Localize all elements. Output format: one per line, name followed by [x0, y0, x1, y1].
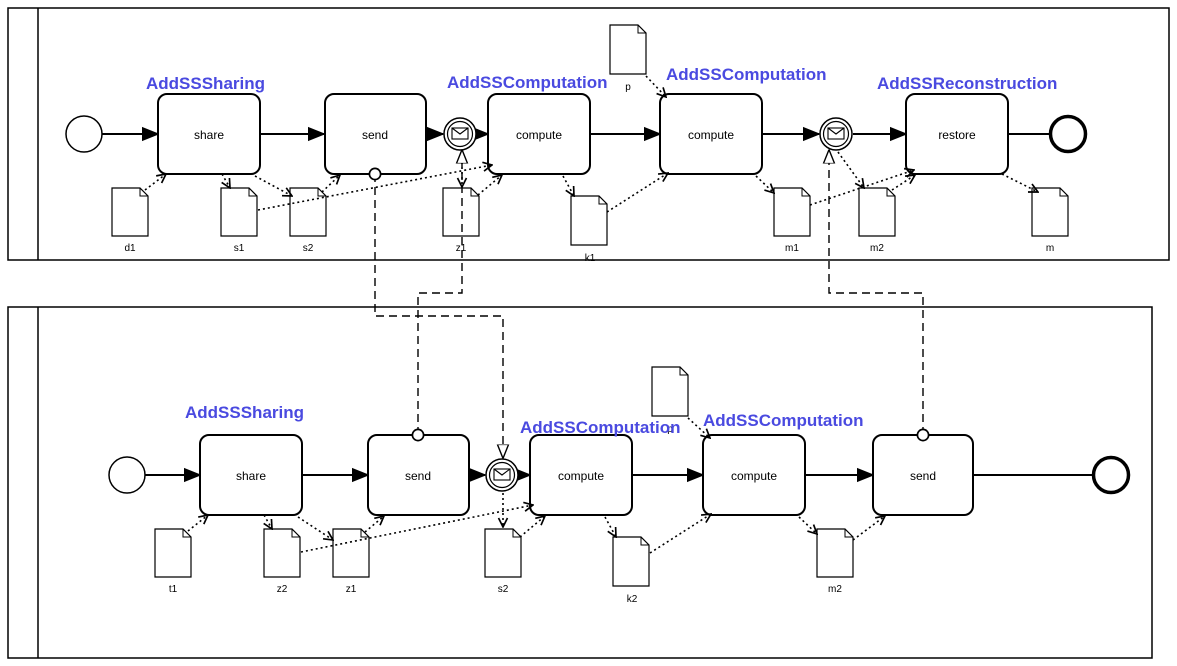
doc-label: m [1046, 243, 1054, 254]
data-association [891, 175, 915, 191]
doc-label: p [625, 82, 631, 93]
data-object-m1[interactable]: m1 [773, 187, 811, 254]
data-object-z1[interactable]: z1 [442, 187, 480, 254]
doc-label: p [667, 424, 673, 435]
data-association [222, 173, 230, 188]
data-association [755, 175, 774, 193]
data-object-s2[interactable]: s2 [289, 187, 327, 254]
doc-label: z2 [277, 584, 288, 595]
data-association [649, 514, 711, 554]
task-label: send [405, 469, 431, 483]
message-flow [375, 174, 503, 457]
doc-label: s1 [234, 243, 245, 254]
pool-1: share send compute compute restore [7, 7, 1170, 264]
data-association [187, 515, 208, 532]
doc-label: m2 [828, 584, 842, 595]
start-event[interactable] [65, 115, 103, 153]
doc-label: z1 [456, 243, 467, 254]
task-restore[interactable]: restore [905, 93, 1009, 175]
data-object-z2[interactable]: z2 [263, 528, 301, 595]
task-send[interactable]: send [324, 93, 427, 175]
data-association [297, 516, 333, 540]
data-object-m[interactable]: m [1031, 187, 1069, 254]
data-association [1001, 173, 1038, 192]
annotation-addss-reconstruction: AddSSReconstruction [877, 74, 1057, 93]
message-catch-event[interactable] [485, 458, 519, 492]
data-association [562, 175, 574, 196]
task-compute-1[interactable]: compute [487, 93, 591, 175]
doc-label: s2 [498, 584, 509, 595]
doc-label: t1 [169, 584, 178, 595]
annotation-addss-sharing: AddSSSharing [185, 403, 304, 422]
data-object-p[interactable]: p [651, 366, 689, 435]
task-compute-1[interactable]: compute [529, 434, 633, 516]
doc-label: s2 [303, 243, 314, 254]
data-object-k2[interactable]: k2 [612, 536, 650, 605]
data-object-d1[interactable]: d1 [111, 187, 149, 254]
task-label: compute [558, 469, 604, 483]
task-label: compute [731, 469, 777, 483]
task-label: share [236, 469, 266, 483]
annotation-addss-sharing: AddSSSharing [146, 74, 265, 93]
task-label: restore [938, 128, 976, 142]
end-event[interactable] [1091, 455, 1131, 495]
task-label: share [194, 128, 224, 142]
task-label: compute [688, 128, 734, 142]
data-association [264, 514, 272, 529]
data-object-s1[interactable]: s1 [220, 187, 258, 254]
data-association [798, 516, 817, 534]
annotation-addss-computation: AddSSComputation [703, 411, 864, 430]
pool-2-frame [7, 306, 1153, 659]
envelope-icon [827, 127, 845, 140]
data-object-m2[interactable]: m2 [816, 528, 854, 595]
message-flow [418, 151, 462, 435]
message-catch-event-1[interactable] [443, 117, 477, 151]
task-label: send [362, 128, 388, 142]
doc-label: z1 [346, 584, 357, 595]
message-flow [829, 151, 923, 435]
data-object-t1[interactable]: t1 [154, 528, 192, 595]
task-label: compute [516, 128, 562, 142]
task-compute-2[interactable]: compute [659, 93, 763, 175]
annotation-addss-computation: AddSSComputation [520, 418, 681, 437]
task-share[interactable]: share [157, 93, 261, 175]
data-association [519, 516, 545, 538]
doc-label: k2 [627, 594, 638, 605]
data-object-z1[interactable]: z1 [332, 528, 370, 595]
message-catch-event-2[interactable] [819, 117, 853, 151]
doc-label: m1 [785, 243, 799, 254]
data-association [645, 75, 666, 97]
data-association [477, 175, 502, 196]
annotation-addss-computation: AddSSComputation [447, 73, 608, 92]
data-association [837, 151, 864, 188]
data-association [321, 175, 340, 193]
start-event[interactable] [108, 456, 146, 494]
doc-label: m2 [870, 243, 884, 254]
pool-1-frame [7, 7, 1170, 261]
envelope-icon [493, 468, 511, 481]
data-association [364, 516, 384, 533]
task-label: send [910, 469, 936, 483]
doc-label: d1 [124, 243, 136, 254]
data-object-k1[interactable]: k1 [570, 195, 608, 264]
data-association [606, 173, 668, 213]
end-event[interactable] [1048, 114, 1088, 154]
task-send-2[interactable]: send [872, 434, 974, 516]
envelope-icon [451, 127, 469, 140]
data-association [604, 516, 616, 537]
task-compute-2[interactable]: compute [702, 434, 806, 516]
data-association [254, 175, 292, 196]
task-share[interactable]: share [199, 434, 303, 516]
task-send[interactable]: send [367, 434, 470, 516]
annotation-addss-computation: AddSSComputation [666, 65, 827, 84]
data-object-p[interactable]: p [609, 24, 647, 93]
data-association [144, 174, 166, 191]
pool-2: share send compute compute send [7, 306, 1153, 659]
data-association [852, 516, 885, 541]
doc-label: k1 [585, 253, 596, 264]
data-object-s2[interactable]: s2 [484, 528, 522, 595]
data-object-m2[interactable]: m2 [858, 187, 896, 254]
